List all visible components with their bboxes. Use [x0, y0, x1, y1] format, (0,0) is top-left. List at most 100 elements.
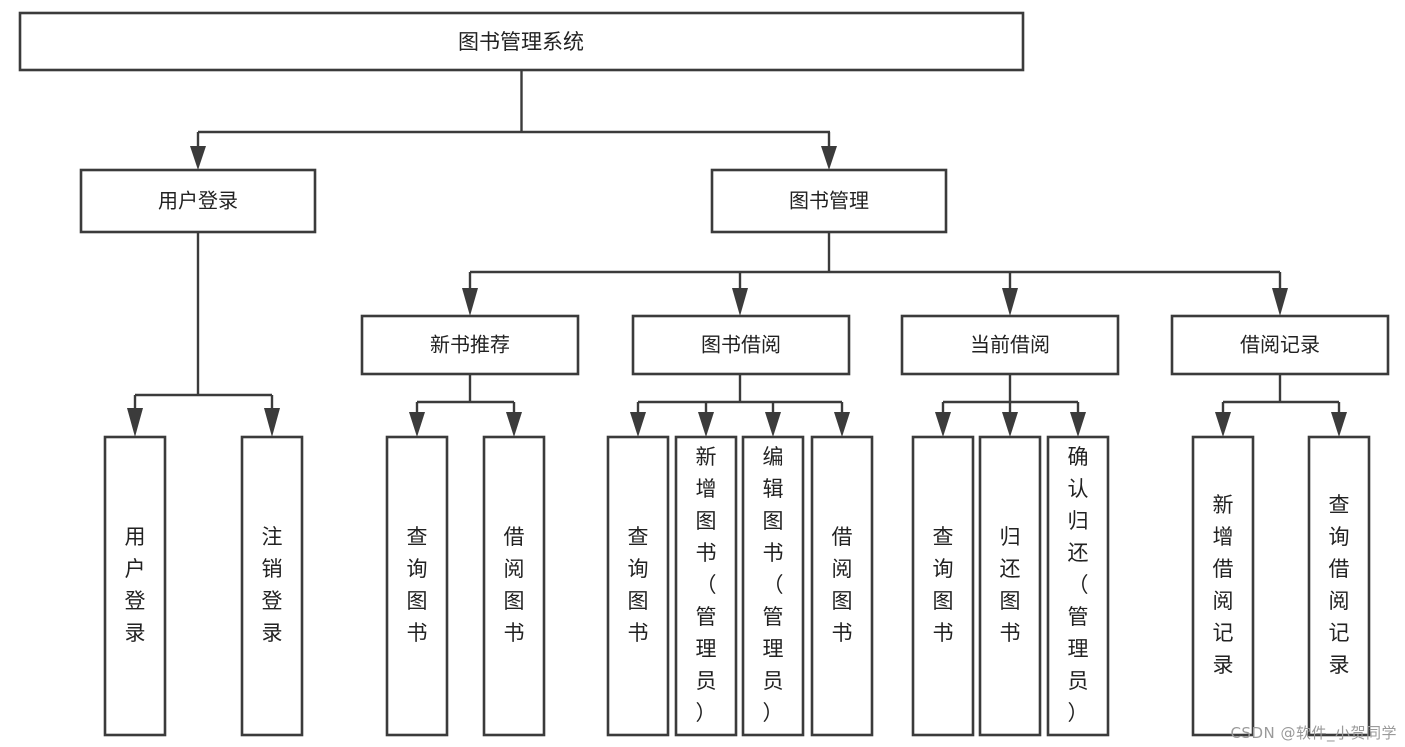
leaf-box[interactable] — [674, 435, 738, 737]
leaf-label-char: 图 — [628, 589, 649, 613]
leaf-label-char: 阅 — [832, 557, 853, 581]
leaf-label-char: 询 — [407, 557, 428, 581]
node-user-login[interactable]: 用户登录 — [79, 168, 317, 234]
leaf-box[interactable] — [978, 435, 1042, 737]
leaf-label-char: 书 — [504, 621, 525, 645]
connector-layer — [127, 70, 1347, 437]
arrow-leaf-user-login — [127, 408, 143, 437]
arrow-leaf-query-book-3 — [935, 412, 951, 437]
leaf-label-char: 理 — [1068, 637, 1089, 661]
node-book-borrow[interactable]: 图书借阅 — [631, 314, 851, 376]
book-borrow-box[interactable] — [631, 314, 851, 376]
new-book-recommend-box[interactable] — [360, 314, 580, 376]
arrow-leaf-query-book-1 — [409, 412, 425, 437]
leaf-label-char: 图 — [407, 589, 428, 613]
leaf-label-char: 阅 — [1329, 589, 1350, 613]
book-manage-box[interactable] — [710, 168, 948, 234]
leaf-label-char: 新 — [696, 445, 717, 469]
node-borrow-record[interactable]: 借阅记录 — [1170, 314, 1390, 376]
leaf-label-char: 阅 — [504, 557, 525, 581]
leaf-label-char: （ — [696, 573, 717, 597]
node-new-book-recommend[interactable]: 新书推荐 — [360, 314, 580, 376]
leaf-label-char: 询 — [933, 557, 954, 581]
node-current-borrow[interactable]: 当前借阅 — [900, 314, 1120, 376]
leaf-label-char: 查 — [1329, 493, 1350, 517]
leaf-label-char: 归 — [1068, 509, 1089, 533]
arrow-leaf-add-record — [1215, 412, 1231, 437]
leaf-label-char: 用 — [125, 525, 146, 549]
book-borrow-label: 图书借阅 — [701, 333, 781, 357]
csdn-watermark: CSDN @软件_小贺同学 — [1230, 724, 1397, 742]
leaf-node[interactable]: 用户登录 — [103, 435, 167, 737]
arrow-leaf-return-book — [1002, 412, 1018, 437]
leaf-label-char: 询 — [1329, 525, 1350, 549]
leaf-box[interactable] — [240, 435, 304, 737]
arrow-book-manage — [821, 146, 837, 170]
leaf-label-char: 图 — [763, 509, 784, 533]
leaf-label-char: 录 — [1213, 653, 1234, 677]
leaf-label-char: 管 — [696, 605, 717, 629]
leaf-label-char: 图 — [832, 589, 853, 613]
leaf-box[interactable] — [385, 435, 449, 737]
leaf-label-char: 增 — [1213, 525, 1234, 549]
arrow-leaf-query-record — [1331, 412, 1347, 437]
current-borrow-box[interactable] — [900, 314, 1120, 376]
leaf-label-char: 借 — [1213, 557, 1234, 581]
user-login-box[interactable] — [79, 168, 317, 234]
leaf-label-char: 新 — [1213, 493, 1234, 517]
leaf-label-char: 图 — [933, 589, 954, 613]
arrow-leaf-edit-book — [765, 412, 781, 437]
leaf-label-char: 书 — [407, 621, 428, 645]
leaf-label-char: 管 — [763, 605, 784, 629]
borrow-record-box[interactable] — [1170, 314, 1390, 376]
leaf-label-char: 记 — [1213, 621, 1234, 645]
leaf-box[interactable] — [1046, 435, 1110, 737]
leaf-label-char: （ — [763, 573, 784, 597]
leaf-label-char: 图 — [504, 589, 525, 613]
leaf-label-char: 查 — [933, 525, 954, 549]
arrow-leaf-confirm-return — [1070, 412, 1086, 437]
arrow-borrow-record — [1272, 288, 1288, 316]
leaf-box[interactable] — [911, 435, 975, 737]
leaf-label-char: 书 — [1000, 621, 1021, 645]
leaf-label-char: 记 — [1329, 621, 1350, 645]
root-box[interactable] — [18, 11, 1025, 72]
leaf-label-char: 书 — [832, 621, 853, 645]
leaf-box[interactable] — [741, 435, 805, 737]
leaf-box[interactable] — [810, 435, 874, 737]
current-borrow-label: 当前借阅 — [970, 333, 1050, 357]
leaf-label-char: 借 — [504, 525, 525, 549]
leaf-label-char: 员 — [696, 669, 717, 693]
leaf-label-char: 登 — [125, 589, 146, 613]
node-root[interactable]: 图书管理系统 — [18, 11, 1025, 72]
leaf-label-char: 员 — [1068, 669, 1089, 693]
leaf-box[interactable] — [606, 435, 670, 737]
node-book-manage[interactable]: 图书管理 — [710, 168, 948, 234]
leaf-box[interactable] — [103, 435, 167, 737]
leaf-box[interactable] — [1191, 435, 1255, 737]
leaf-label-char: 书 — [628, 621, 649, 645]
leaf-label-char: 图 — [1000, 589, 1021, 613]
leaf-box[interactable] — [482, 435, 546, 737]
leaf-label-char: ） — [696, 701, 717, 725]
leaf-box[interactable] — [1307, 435, 1371, 737]
leaf-label-char: 户 — [125, 557, 146, 581]
leaf-label-char: 理 — [763, 637, 784, 661]
